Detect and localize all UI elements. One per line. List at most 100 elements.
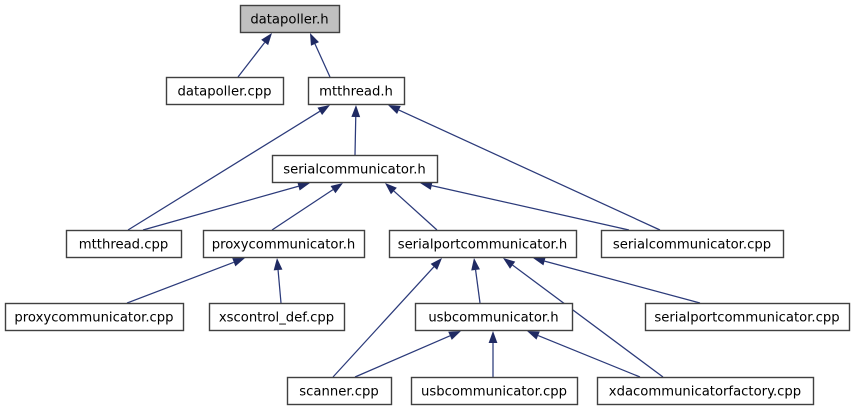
edge-arrowhead-icon bbox=[317, 105, 330, 116]
graph-node-xdacommunicatorfactory-cpp[interactable]: xdacommunicatorfactory.cpp bbox=[596, 376, 815, 406]
node-label: datapoller.h bbox=[250, 13, 328, 28]
graph-node-datapoller-h[interactable]: datapoller.h bbox=[239, 4, 341, 34]
graph-node-datapoller-cpp[interactable]: datapoller.cpp bbox=[165, 76, 285, 106]
graph-edge bbox=[533, 256, 701, 304]
node-label: xdacommunicatorfactory.cpp bbox=[609, 385, 801, 400]
graph-node-xscontrol-def-cpp[interactable]: xscontrol_def.cpp bbox=[208, 302, 346, 332]
graph-edges bbox=[126, 33, 701, 378]
edge-line bbox=[142, 185, 299, 231]
node-box[interactable] bbox=[202, 229, 366, 259]
node-label: datapoller.cpp bbox=[178, 85, 272, 100]
node-box[interactable] bbox=[208, 302, 346, 332]
edge-line bbox=[431, 185, 630, 231]
edge-line bbox=[474, 269, 481, 304]
edge-arrowhead-icon bbox=[232, 258, 245, 267]
node-box[interactable] bbox=[4, 302, 185, 332]
graph-edge bbox=[354, 331, 461, 378]
node-label: serialportcommunicator.cpp bbox=[654, 311, 839, 326]
graph-node-usbcommunicator-cpp[interactable]: usbcommunicator.cpp bbox=[410, 376, 579, 406]
graph-node-serialportcommunicator-cpp[interactable]: serialportcommunicator.cpp bbox=[644, 302, 851, 332]
graph-edge bbox=[503, 258, 664, 378]
graph-node-proxycommunicator-h[interactable]: proxycommunicator.h bbox=[202, 229, 366, 259]
edge-arrowhead-icon bbox=[330, 183, 343, 194]
edge-arrowhead-icon bbox=[430, 258, 442, 270]
graph-edge bbox=[351, 105, 361, 156]
node-label: mtthread.cpp bbox=[79, 238, 168, 253]
node-box[interactable] bbox=[388, 229, 578, 259]
edge-arrowhead-icon bbox=[527, 331, 540, 340]
graph-edge bbox=[127, 105, 330, 231]
edge-line bbox=[354, 335, 451, 378]
node-label: scanner.cpp bbox=[299, 385, 378, 400]
edge-arrowhead-icon bbox=[388, 105, 401, 115]
edge-line bbox=[332, 266, 435, 378]
graph-edge bbox=[310, 33, 331, 78]
node-label: proxycommunicator.h bbox=[212, 238, 356, 253]
node-box[interactable] bbox=[600, 229, 785, 259]
edge-arrowhead-icon bbox=[310, 33, 319, 46]
edge-arrowhead-icon bbox=[420, 181, 433, 190]
edge-arrowhead-icon bbox=[533, 256, 546, 266]
node-box[interactable] bbox=[414, 302, 574, 332]
edge-line bbox=[537, 334, 641, 378]
graph-edge bbox=[488, 331, 498, 377]
node-label: proxycommunicator.cpp bbox=[14, 311, 173, 326]
node-box[interactable] bbox=[644, 302, 851, 332]
graph-node-mtthread-cpp[interactable]: mtthread.cpp bbox=[65, 229, 183, 259]
edge-line bbox=[126, 261, 235, 304]
edge-arrowhead-icon bbox=[297, 182, 310, 191]
graph-node-serialportcommunicator-h[interactable]: serialportcommunicator.h bbox=[388, 229, 578, 259]
node-label: serialcommunicator.cpp bbox=[613, 238, 771, 253]
node-box[interactable] bbox=[410, 376, 579, 406]
edge-arrowhead-icon bbox=[261, 33, 272, 46]
edge-line bbox=[393, 190, 438, 231]
graph-edge bbox=[332, 258, 442, 378]
graph-edge bbox=[385, 183, 438, 231]
graph-node-mtthread-h[interactable]: mtthread.h bbox=[307, 76, 406, 106]
edge-arrowhead-icon bbox=[503, 258, 516, 269]
edge-line bbox=[314, 43, 331, 78]
edge-line bbox=[544, 260, 701, 304]
graph-node-usbcommunicator-h[interactable]: usbcommunicator.h bbox=[414, 302, 574, 332]
edge-arrowhead-icon bbox=[488, 331, 498, 343]
edge-line bbox=[354, 116, 357, 156]
node-label: usbcommunicator.cpp bbox=[421, 385, 567, 400]
graph-edge bbox=[527, 331, 641, 378]
graph-edge bbox=[271, 183, 343, 231]
node-box[interactable] bbox=[165, 76, 285, 106]
edge-arrowhead-icon bbox=[351, 105, 361, 118]
graph-edge bbox=[388, 105, 661, 231]
node-label: serialportcommunicator.h bbox=[398, 238, 568, 253]
graph-edge bbox=[471, 258, 481, 304]
node-label: xscontrol_def.cpp bbox=[219, 311, 334, 326]
node-label: mtthread.h bbox=[319, 85, 393, 100]
node-label: serialcommunicator.h bbox=[283, 163, 426, 178]
node-box[interactable] bbox=[271, 154, 439, 184]
edge-line bbox=[271, 189, 334, 231]
node-box[interactable] bbox=[307, 76, 406, 106]
node-box[interactable] bbox=[65, 229, 183, 259]
edge-arrowhead-icon bbox=[448, 331, 461, 340]
edge-arrowhead-icon bbox=[273, 258, 283, 271]
edge-arrowhead-icon bbox=[385, 183, 397, 195]
graph-node-serialcommunicator-cpp[interactable]: serialcommunicator.cpp bbox=[600, 229, 785, 259]
node-label: usbcommunicator.h bbox=[428, 311, 558, 326]
graph-edge bbox=[126, 258, 245, 304]
edge-line bbox=[237, 42, 266, 78]
graph-nodes: datapoller.h datapoller.cpp mtthread.h seri… bbox=[4, 4, 851, 406]
graph-node-proxycommunicator-cpp[interactable]: proxycommunicator.cpp bbox=[4, 302, 185, 332]
edge-arrowhead-icon bbox=[471, 258, 480, 271]
node-box[interactable] bbox=[239, 4, 341, 34]
edge-line bbox=[398, 109, 661, 231]
edge-line bbox=[512, 264, 664, 378]
node-box[interactable] bbox=[286, 376, 393, 406]
graph-node-serialcommunicator-h[interactable]: serialcommunicator.h bbox=[271, 154, 439, 184]
graph-node-scanner-cpp[interactable]: scanner.cpp bbox=[286, 376, 393, 406]
graph-edge bbox=[237, 33, 272, 78]
edge-line bbox=[127, 110, 321, 231]
node-box[interactable] bbox=[596, 376, 815, 406]
edge-line bbox=[277, 269, 282, 304]
graph-edge bbox=[420, 181, 630, 231]
